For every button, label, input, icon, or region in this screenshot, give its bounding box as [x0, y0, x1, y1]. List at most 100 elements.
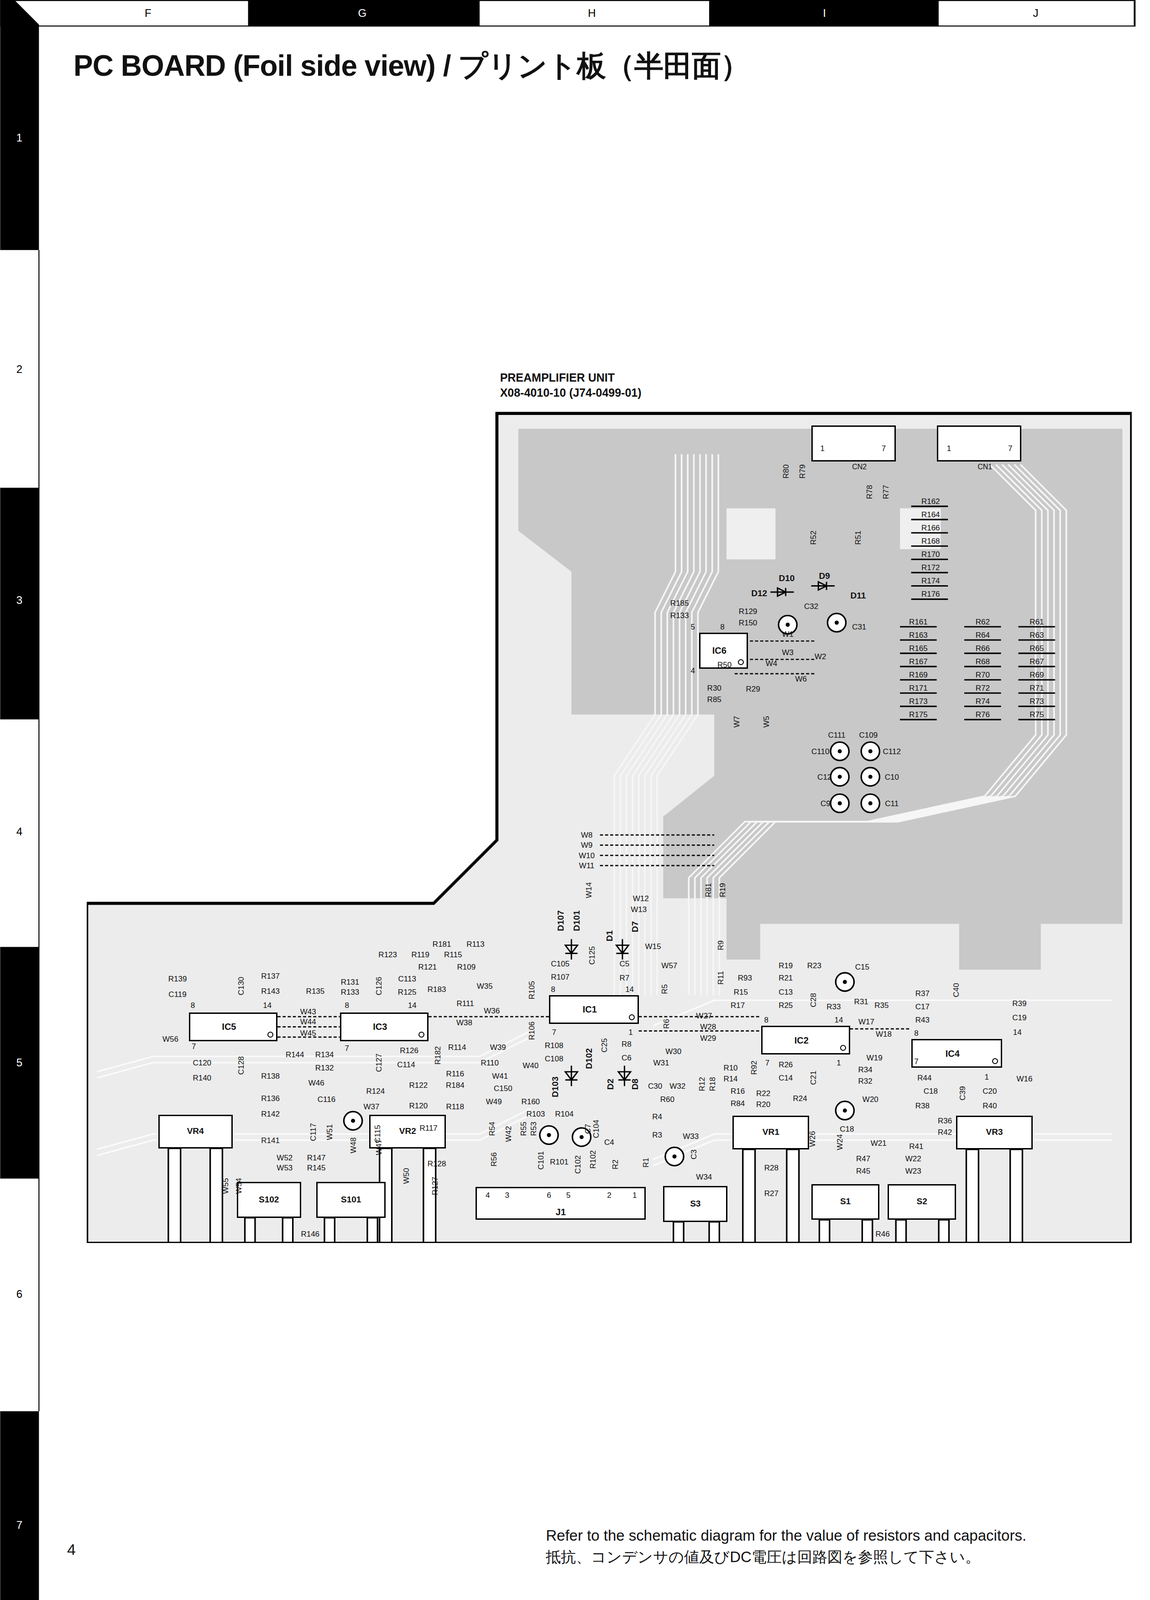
component-label: R42 — [937, 1127, 952, 1136]
component-label: W16 — [1016, 1074, 1033, 1083]
switch: S102 — [236, 1181, 302, 1218]
component-label: C3 — [690, 1149, 698, 1160]
component-label: W4 — [765, 659, 778, 668]
component-label: C120 — [192, 1058, 212, 1067]
grid-reference: I — [822, 7, 826, 19]
component-label: W35 — [476, 982, 493, 990]
diode-label: D8 — [630, 1078, 639, 1090]
component-label: C109 — [859, 730, 879, 739]
component-label: W34 — [695, 1172, 712, 1181]
component-label: W47 — [374, 1139, 383, 1156]
component-label: C127 — [374, 1052, 383, 1072]
unit-name: PREAMPLIFIER UNIT — [500, 371, 642, 385]
component-ref: J1 — [555, 1206, 566, 1217]
pcb-foil-illustration — [86, 367, 1132, 1244]
component-label: 7 — [914, 1057, 919, 1066]
component-label: R131 — [340, 977, 360, 986]
component-ref: VR3 — [985, 1127, 1003, 1137]
component-label: 14 — [834, 1015, 844, 1024]
component-label: C13 — [778, 987, 793, 996]
component-label: 2 — [606, 1191, 612, 1199]
component-label: R76 — [975, 710, 990, 719]
component-label: R69 — [1029, 670, 1044, 679]
component-label: R123 — [378, 950, 398, 958]
component-label: 7 — [765, 1058, 770, 1067]
component-label: R172 — [921, 563, 941, 572]
ic-package: IC5 — [188, 1012, 278, 1041]
component-ref: IC3 — [372, 1021, 387, 1032]
component-label: R66 — [975, 643, 990, 652]
component-label: W14 — [585, 881, 593, 898]
component-label: R75 — [1029, 710, 1044, 719]
component-label: W20 — [862, 1095, 879, 1103]
component-label: R65 — [1029, 643, 1044, 652]
component-label: R176 — [921, 590, 941, 598]
component-label: R168 — [921, 537, 941, 545]
component-label: R133 — [670, 611, 690, 620]
component-label: R128 — [427, 1159, 447, 1168]
component-label: R182 — [433, 1045, 442, 1065]
component-label: 6 — [546, 1191, 551, 1199]
component-label: R150 — [738, 618, 758, 627]
component-label: R19 — [778, 961, 793, 970]
component-label: C31 — [852, 622, 867, 631]
component-label: W11 — [579, 861, 595, 870]
component-label: R126 — [399, 1045, 419, 1054]
pin1-marker — [737, 658, 744, 665]
component-label: 8 — [550, 984, 555, 993]
component-label: C112 — [883, 747, 901, 755]
component-label: R135 — [306, 987, 325, 995]
component-label: C14 — [778, 1073, 793, 1082]
switch: S1 — [811, 1183, 880, 1220]
component-label: W5 — [762, 715, 771, 728]
component-ref: VR2 — [399, 1126, 417, 1136]
component-label: R52 — [809, 530, 818, 545]
component-label: W36 — [483, 1006, 500, 1015]
component-label: R11 — [716, 970, 725, 985]
component-label: W56 — [162, 1035, 179, 1043]
component-label: W38 — [456, 1018, 473, 1027]
grid-reference: F — [144, 7, 152, 19]
component-label: R61 — [1029, 617, 1044, 626]
diode-label: D1 — [604, 930, 614, 941]
component-label: R51 — [854, 530, 863, 545]
ic-package: IC1 — [548, 994, 639, 1024]
component-label: R34 — [858, 1065, 873, 1074]
component-label: R5 — [660, 983, 669, 994]
component-label: C11 — [884, 799, 899, 807]
component-label: R36 — [937, 1116, 952, 1125]
component-label: R27 — [764, 1188, 779, 1197]
component-label: W6 — [795, 674, 808, 683]
component-label: C116 — [317, 1095, 336, 1103]
component-label: R44 — [917, 1073, 932, 1082]
component-label: 7 — [345, 1044, 350, 1052]
diode-label: D7 — [630, 920, 639, 932]
component-label: R6 — [662, 1018, 671, 1029]
component-label: C7 — [583, 1123, 592, 1134]
component-label: R74 — [975, 697, 990, 706]
component-label: R55 — [519, 1121, 528, 1136]
component-label: R161 — [909, 617, 928, 626]
ic-package: IC2 — [761, 1025, 851, 1055]
component-label: R119 — [411, 950, 430, 958]
component-label: C150 — [493, 1083, 513, 1092]
pin1-marker — [267, 1031, 274, 1038]
component-label: R73 — [1029, 697, 1044, 706]
component-label: 7 — [551, 1027, 556, 1036]
component-label: C19 — [1012, 1013, 1027, 1022]
component-label: R118 — [446, 1102, 465, 1110]
component-ref: S101 — [340, 1194, 361, 1205]
component-label: 5 — [690, 622, 696, 631]
diode-label: D101 — [572, 909, 581, 931]
component-label: R132 — [315, 1063, 335, 1072]
component-label: C25 — [600, 1037, 608, 1052]
component-label: W48 — [349, 1136, 357, 1153]
component-label: R15 — [733, 987, 748, 996]
component-label: W57 — [661, 961, 678, 970]
component-ref: IC4 — [945, 1048, 960, 1059]
component-label: R54 — [487, 1121, 496, 1136]
component-label: R39 — [1012, 999, 1027, 1008]
component-label: R17 — [730, 1001, 745, 1009]
component-ref: S3 — [690, 1198, 701, 1209]
component-label: 1 — [984, 1072, 989, 1081]
